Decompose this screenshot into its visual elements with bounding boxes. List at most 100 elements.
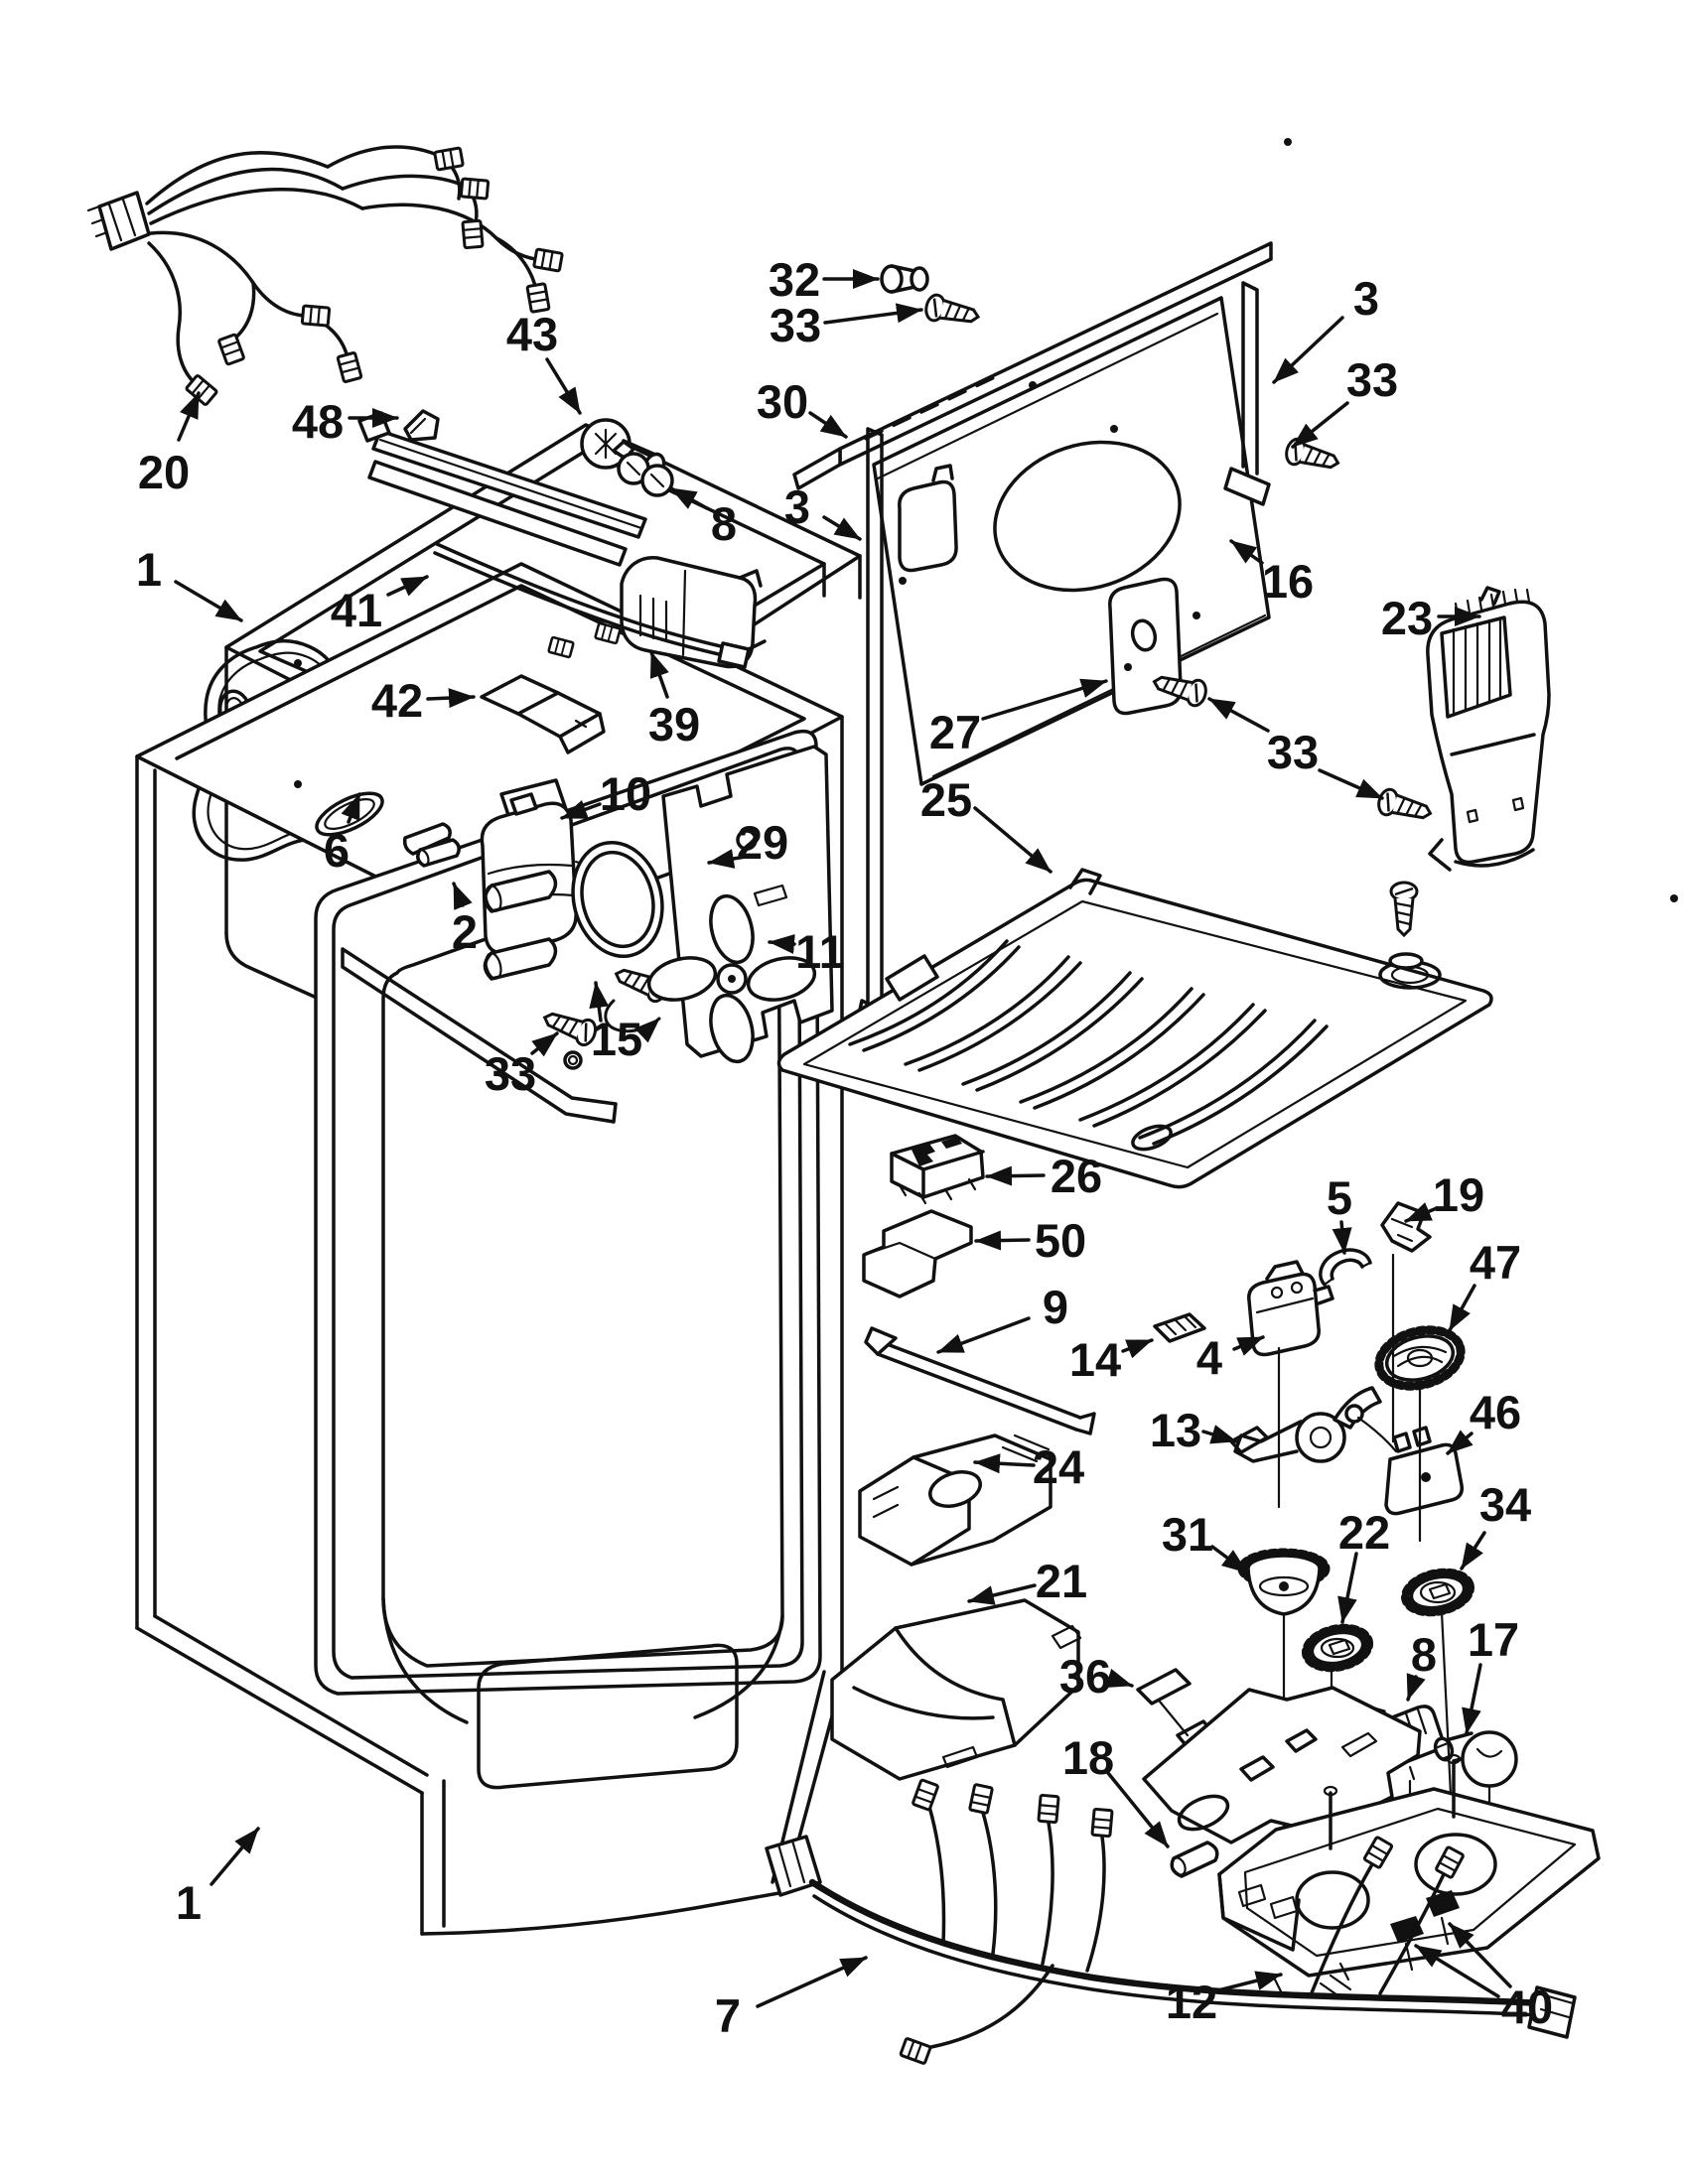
callout-40: 40 <box>1414 1922 1553 2033</box>
part-number-label: 33 <box>1346 353 1398 406</box>
callout-arrow <box>1121 1338 1154 1359</box>
callout-1: 1 <box>136 543 243 622</box>
callout-22: 22 <box>1337 1506 1390 1624</box>
part-number-label: 15 <box>591 1013 642 1065</box>
part-number-label: 43 <box>506 308 558 360</box>
callout-24: 24 <box>973 1440 1084 1493</box>
callout-30: 30 <box>757 375 848 439</box>
callout-1: 1 <box>176 1827 260 1929</box>
callout-27: 27 <box>929 678 1108 758</box>
callout-arrow <box>386 575 429 597</box>
cabinet-shape <box>135 562 844 1936</box>
part-number-label: 3 <box>1353 272 1379 325</box>
part-number-label: 9 <box>1043 1281 1068 1333</box>
callout-47: 47 <box>1448 1236 1521 1332</box>
part-number-label: 8 <box>1411 1628 1437 1681</box>
callout-arrow <box>560 799 602 820</box>
defrost-heater-wire-shape <box>433 542 767 669</box>
part-number-label: 14 <box>1069 1333 1121 1386</box>
stray-marks <box>1284 138 1678 902</box>
callout-arrow <box>530 1031 559 1057</box>
part-number-label: 10 <box>600 767 651 820</box>
callout-26: 26 <box>985 1150 1102 1202</box>
callout-33: 33 <box>770 299 923 351</box>
callout-50: 50 <box>974 1214 1086 1267</box>
callout-33: 33 <box>1291 353 1398 449</box>
part-number-label: 47 <box>1470 1236 1521 1289</box>
part-number-label: 13 <box>1150 1404 1201 1456</box>
callout-7: 7 <box>715 1956 868 2042</box>
callout-29: 29 <box>707 816 788 869</box>
part-number-label: 50 <box>1035 1214 1086 1267</box>
evaporator-tray-shape <box>776 868 1493 1189</box>
fan-blade-shape <box>646 893 817 1064</box>
callout-16: 16 <box>1229 539 1314 608</box>
part-number-label: 4 <box>1196 1331 1222 1384</box>
callout-11: 11 <box>768 925 845 978</box>
callout-21: 21 <box>967 1555 1087 1607</box>
callout-14: 14 <box>1069 1333 1154 1386</box>
defrost-timer-shape <box>1247 1260 1334 1357</box>
callout-25: 25 <box>920 773 1052 874</box>
callout-arrow <box>1404 1202 1439 1223</box>
callout-13: 13 <box>1150 1404 1238 1456</box>
callout-9: 9 <box>936 1281 1068 1354</box>
callout-arrow <box>1406 1673 1426 1702</box>
control-housing-shape <box>1217 1753 1601 1993</box>
callout-arrow <box>1448 1922 1512 1988</box>
callout-4: 4 <box>1196 1331 1265 1384</box>
c-ring-shape <box>1319 1248 1372 1287</box>
callout-arrow <box>545 357 582 415</box>
part-number-label: 33 <box>1267 726 1319 778</box>
callout-arrow <box>973 806 1052 874</box>
part-number-label: 22 <box>1338 1506 1390 1559</box>
callout-arrow <box>1272 316 1344 384</box>
damper-housing-shape <box>858 1433 1052 1567</box>
evap-fan-assembly-shape <box>416 745 834 1064</box>
motor-stud-shape <box>416 838 461 868</box>
part-number-label: 16 <box>1262 555 1314 608</box>
part-number-label: 31 <box>1162 1508 1213 1561</box>
part-number-label: 7 <box>715 1989 741 2042</box>
part-number-label: 21 <box>1036 1555 1087 1607</box>
mounting-bracket-shape <box>1142 1686 1422 1844</box>
part-number-label: 6 <box>324 824 350 877</box>
callout-arrow <box>1291 401 1349 449</box>
appliance-bulb-shape <box>1433 1730 1518 1788</box>
fan-shroud-ring-shape <box>571 840 664 959</box>
callout-42: 42 <box>371 674 476 727</box>
part-number-label: 36 <box>1059 1650 1111 1703</box>
part-number-label: 29 <box>737 816 788 869</box>
callout-arrow <box>973 1453 1036 1474</box>
gear-34-shape <box>1400 1568 1475 1617</box>
wire-harness-bottom-shape <box>765 1778 1577 2066</box>
cover-plate-shape <box>480 674 606 754</box>
callout-2: 2 <box>452 882 478 958</box>
spacer-pad-shape <box>1153 1312 1206 1343</box>
callout-18: 18 <box>1062 1731 1170 1848</box>
callout-arrow <box>669 486 709 510</box>
light-shield-bars-shape <box>357 411 647 567</box>
callout-arrow <box>341 792 361 824</box>
part-number-label: 42 <box>371 674 423 727</box>
part-number-label: 18 <box>1062 1731 1114 1784</box>
callout-17: 17 <box>1462 1613 1519 1735</box>
callout-6: 6 <box>324 792 361 877</box>
callout-arrow <box>967 1583 1037 1605</box>
part-number-label: 19 <box>1433 1168 1484 1221</box>
callout-arrow <box>649 650 669 699</box>
part-number-label: 24 <box>1033 1440 1084 1493</box>
part-number-label: 27 <box>929 706 981 758</box>
wire-channel-shape <box>864 1326 1096 1435</box>
part-number-label: 11 <box>795 925 845 978</box>
part-number-label: 8 <box>711 497 737 550</box>
part-number-label: 30 <box>757 375 808 428</box>
defrost-switch-shape <box>1344 1404 1465 1516</box>
callout-arrow <box>1106 1771 1170 1848</box>
callout-8: 8 <box>1406 1628 1437 1702</box>
callout-arrow <box>1105 1668 1134 1689</box>
callout-arrow <box>974 1230 1031 1251</box>
callout-arrow <box>1318 768 1384 800</box>
